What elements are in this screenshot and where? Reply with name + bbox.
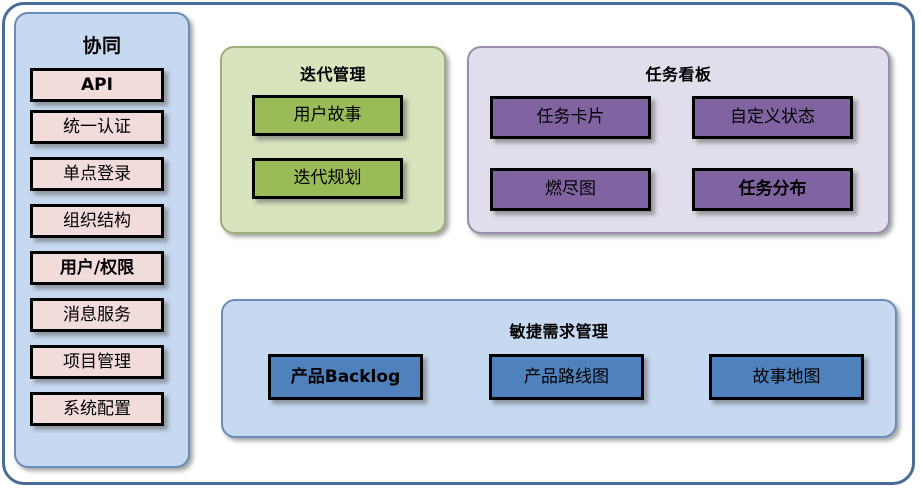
sidebar-item-project-management[interactable]: 项目管理: [30, 345, 164, 379]
agile-item-product-backlog[interactable]: 产品Backlog: [268, 354, 423, 400]
taskboard-item-task-card[interactable]: 任务卡片: [490, 96, 651, 139]
sidebar-item-sso-label: 单点登录: [63, 163, 131, 184]
taskboard-item-task-distribution-label: 任务分布: [738, 179, 807, 199]
iteration-item-user-story[interactable]: 用户故事: [252, 95, 403, 136]
panel-collaboration-title: 协同: [82, 35, 122, 57]
outer-frame: [2, 2, 915, 485]
iteration-item-user-story-label: 用户故事: [293, 105, 362, 125]
taskboard-item-custom-status[interactable]: 自定义状态: [692, 96, 853, 139]
taskboard-item-task-distribution[interactable]: 任务分布: [692, 168, 853, 211]
sidebar-item-sso[interactable]: 单点登录: [30, 157, 164, 191]
sidebar-item-user-permission-label: 用户/权限: [59, 257, 135, 278]
sidebar-item-org-structure[interactable]: 组织结构: [30, 204, 164, 238]
sidebar-item-unified-auth[interactable]: 统一认证: [30, 110, 164, 144]
sidebar-item-system-config[interactable]: 系统配置: [30, 392, 164, 426]
sidebar-item-unified-auth-label: 统一认证: [63, 116, 131, 137]
agile-item-product-roadmap[interactable]: 产品路线图: [489, 354, 644, 400]
sidebar-item-user-permission[interactable]: 用户/权限: [30, 251, 164, 285]
agile-item-product-roadmap-label: 产品路线图: [524, 366, 609, 387]
sidebar-item-api[interactable]: API: [30, 68, 164, 102]
panel-iteration-management-title: 迭代管理: [299, 65, 366, 84]
sidebar-item-message-service-label: 消息服务: [63, 304, 131, 325]
panel-agile-requirements-title: 敏捷需求管理: [509, 322, 609, 341]
agile-item-story-map-label: 故事地图: [752, 366, 821, 387]
taskboard-item-custom-status-label: 自定义状态: [730, 107, 815, 127]
iteration-item-iteration-plan[interactable]: 迭代规划: [252, 158, 403, 199]
iteration-item-iteration-plan-label: 迭代规划: [293, 168, 362, 188]
agile-item-product-backlog-label: 产品Backlog: [290, 366, 401, 387]
taskboard-item-burndown-chart-label: 燃尽图: [545, 179, 596, 199]
panel-iteration-management[interactable]: 迭代管理: [220, 46, 446, 234]
taskboard-item-burndown-chart[interactable]: 燃尽图: [490, 168, 651, 211]
sidebar-item-api-label: API: [81, 74, 113, 95]
agile-item-story-map[interactable]: 故事地图: [709, 354, 864, 400]
sidebar-item-message-service[interactable]: 消息服务: [30, 298, 164, 332]
taskboard-item-task-card-label: 任务卡片: [536, 107, 605, 127]
sidebar-item-project-management-label: 项目管理: [63, 351, 131, 372]
sidebar-item-org-structure-label: 组织结构: [63, 210, 131, 231]
panel-taskboard-title: 任务看板: [645, 65, 712, 84]
sidebar-item-system-config-label: 系统配置: [63, 398, 131, 419]
